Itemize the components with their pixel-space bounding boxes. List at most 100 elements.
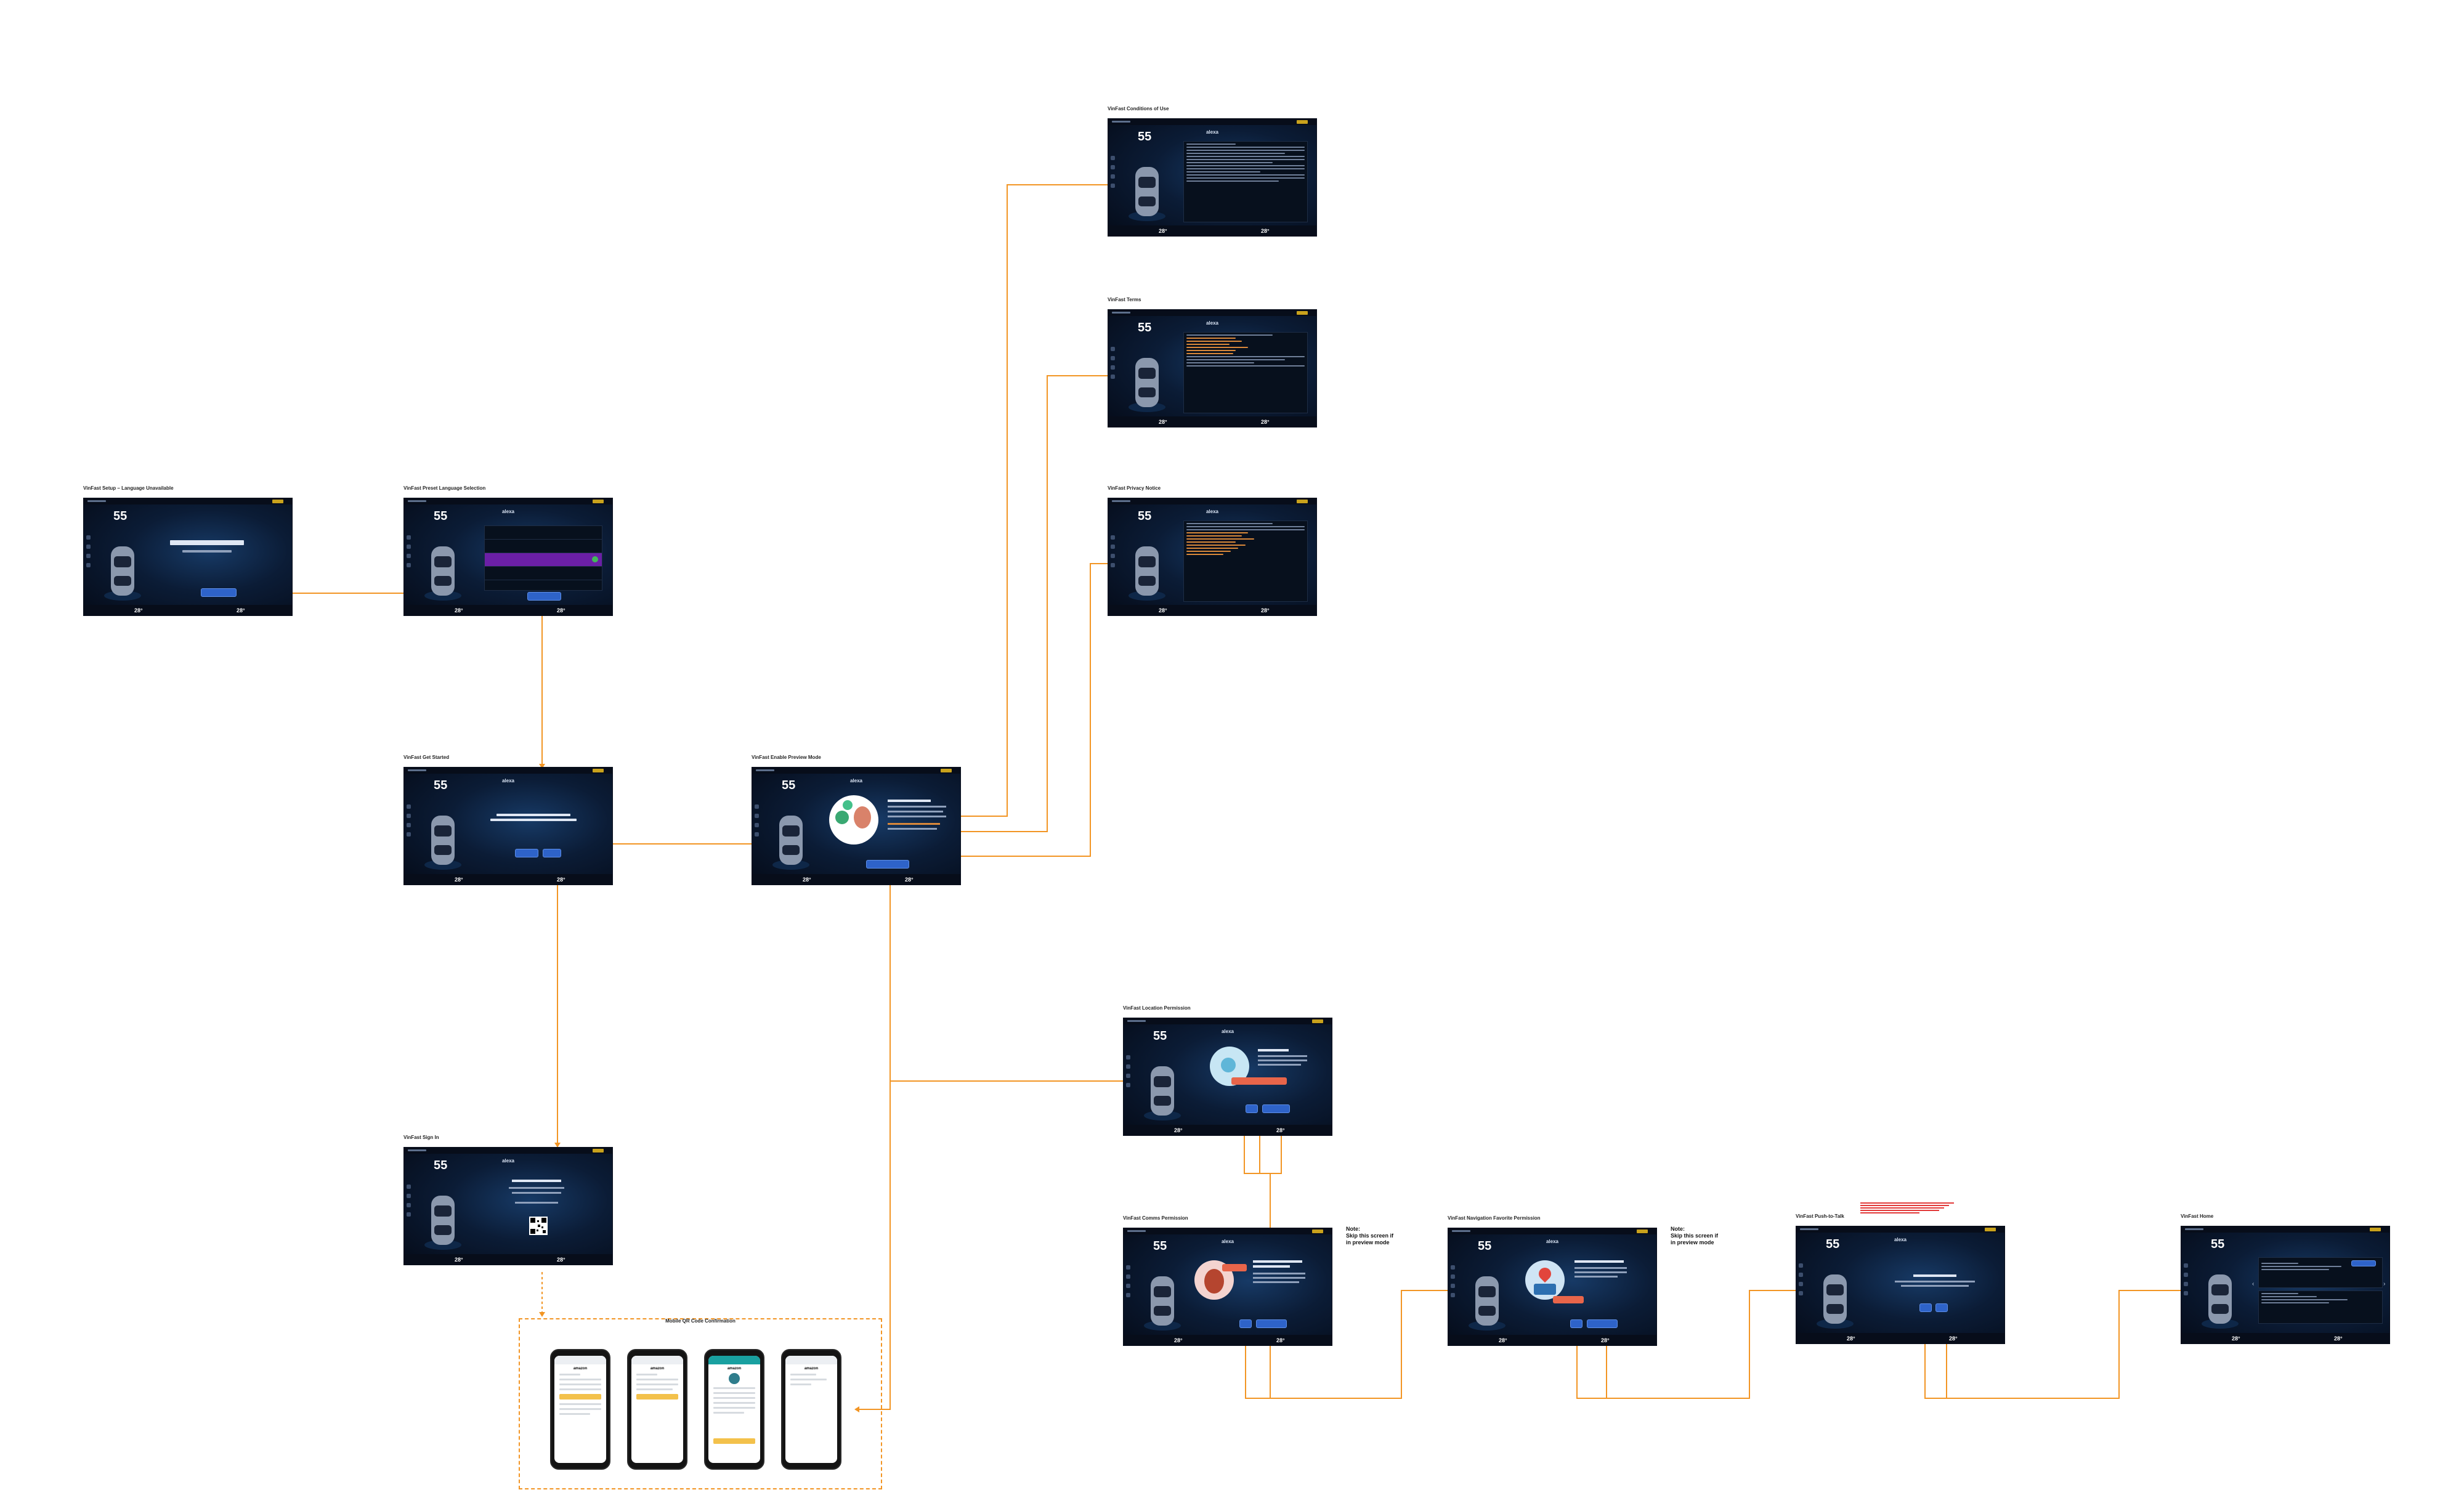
temp-left: 28° [134, 607, 143, 614]
phone-screen-4: amazon [781, 1349, 841, 1470]
speed-readout: 55 [1826, 1238, 1840, 1251]
alexa-logo: alexa [1546, 1239, 1559, 1244]
temp-left: 28° [1174, 1127, 1183, 1133]
red-annotation [1860, 1201, 1959, 1215]
agree-allow-button[interactable] [1587, 1319, 1618, 1328]
car-icon [1125, 161, 1169, 225]
car-icon [1125, 540, 1169, 605]
screen-home: VinFast Home 55 ‹ › 28°28° [2181, 1213, 2390, 1344]
speed-readout: 55 [2211, 1238, 2225, 1251]
screen-title: VinFast Home [2181, 1213, 2214, 1219]
phone-continue-button[interactable] [559, 1394, 601, 1400]
phone-screen-3: amazon [704, 1349, 764, 1470]
screen-title: VinFast Navigation Favorite Permission [1448, 1215, 1541, 1221]
skip-button[interactable] [1246, 1104, 1258, 1113]
screen-title: VinFast Terms [1108, 297, 1141, 302]
speed-readout: 55 [434, 509, 448, 523]
car-icon [1814, 1268, 1857, 1333]
language-option[interactable] [485, 567, 602, 580]
screen-conditions-of-use: VinFast Conditions of Use 55 alexa 28°28… [1108, 106, 1317, 237]
temp-right: 28° [1261, 419, 1270, 425]
temp-right: 28° [1601, 1337, 1610, 1343]
connector-preview-to-conditions [958, 184, 1108, 817]
alexa-logo: alexa [501, 778, 515, 784]
temp-left: 28° [1499, 1337, 1507, 1343]
conditions-text[interactable] [1183, 141, 1308, 222]
terms-text[interactable] [1183, 332, 1308, 413]
phone-header: amazon [804, 1367, 819, 1371]
phone-screen-1: amazon [550, 1349, 610, 1470]
alexa-card-lower[interactable] [2258, 1290, 2383, 1324]
temp-right: 28° [557, 877, 565, 883]
chevron-left-icon[interactable]: ‹ [2252, 1281, 2255, 1287]
confirm-language-button[interactable] [527, 592, 561, 601]
temp-right: 28° [1276, 1337, 1285, 1343]
speed-readout: 55 [782, 779, 796, 792]
map-pin-illustration [1525, 1260, 1565, 1300]
alexa-logo: alexa [1221, 1239, 1234, 1244]
car-icon [1141, 1060, 1184, 1125]
speed-readout: 55 [1138, 130, 1152, 144]
phone-header: amazon [650, 1367, 665, 1371]
car-icon [1125, 352, 1169, 416]
car-icon [421, 1189, 464, 1254]
agree-allow-button[interactable] [1262, 1104, 1290, 1113]
temp-right: 28° [1949, 1335, 1958, 1342]
phone-confirm-button[interactable] [636, 1394, 678, 1400]
nav-tooltip [1553, 1296, 1584, 1303]
screen-nav-favorite-permission: VinFast Navigation Favorite Permission 5… [1448, 1215, 1657, 1346]
try-preview-button[interactable] [515, 849, 538, 857]
screen-location-permission: VinFast Location Permission 55 alexa 28°… [1123, 1005, 1332, 1136]
screen-title: VinFast Setup – Language Unavailable [83, 485, 174, 491]
agree-allow-button[interactable] [1256, 1319, 1287, 1328]
privacy-text[interactable] [1183, 521, 1308, 602]
screen-title: VinFast Conditions of Use [1108, 106, 1169, 111]
speed-readout: 55 [1153, 1239, 1167, 1253]
screen-sign-in: VinFast Sign In 55 alexa 28°28° [403, 1135, 613, 1265]
alexa-logo: alexa [1894, 1237, 1907, 1242]
continue-button[interactable] [201, 588, 237, 597]
language-list[interactable] [484, 525, 602, 591]
car-icon [769, 809, 813, 874]
alexa-logo: alexa [1206, 320, 1219, 326]
temp-right: 28° [237, 607, 245, 614]
connector-preview-to-terms [946, 375, 1108, 832]
alexa-logo: alexa [1221, 1029, 1234, 1034]
alexa-card-upper[interactable] [2258, 1257, 2383, 1288]
alexa-logo: alexa [501, 1158, 515, 1164]
phone-allow-button[interactable] [713, 1438, 755, 1444]
yes-button[interactable] [1935, 1303, 1948, 1312]
screen-title: VinFast Comms Permission [1123, 1215, 1188, 1221]
language-option[interactable] [485, 526, 602, 540]
temp-right: 28° [1276, 1127, 1285, 1133]
temp-right: 28° [557, 1257, 565, 1263]
speed-readout: 55 [1153, 1029, 1167, 1043]
things-to-try-button[interactable] [2351, 1260, 2376, 1266]
temp-left: 28° [1174, 1337, 1183, 1343]
mobile-group-title: Mobile QR Code Confirmation [665, 1318, 736, 1324]
temp-right: 28° [905, 877, 914, 883]
chevron-right-icon[interactable]: › [2383, 1281, 2386, 1287]
temp-right: 28° [1261, 607, 1270, 614]
language-option-selected[interactable] [485, 553, 602, 567]
screen-title: VinFast Location Permission [1123, 1005, 1191, 1011]
skip-button[interactable] [1239, 1319, 1252, 1328]
temp-left: 28° [455, 1257, 463, 1263]
enable-preview-button[interactable] [866, 860, 909, 869]
comms-tooltip [1222, 1264, 1247, 1271]
temp-left: 28° [2232, 1335, 2240, 1342]
alexa-logo: alexa [1206, 509, 1219, 514]
check-icon [592, 556, 598, 562]
temp-right: 28° [1261, 228, 1270, 234]
temp-left: 28° [455, 607, 463, 614]
skip-button[interactable] [1570, 1319, 1583, 1328]
temp-left: 28° [803, 877, 811, 883]
screen-language-unavailable: VinFast Setup – Language Unavailable 55 … [83, 485, 293, 616]
sign-in-button[interactable] [543, 849, 561, 857]
no-button[interactable] [1919, 1303, 1932, 1312]
language-option[interactable] [485, 540, 602, 553]
screen-title: VinFast Enable Preview Mode [752, 755, 821, 760]
car-icon [1141, 1270, 1184, 1335]
